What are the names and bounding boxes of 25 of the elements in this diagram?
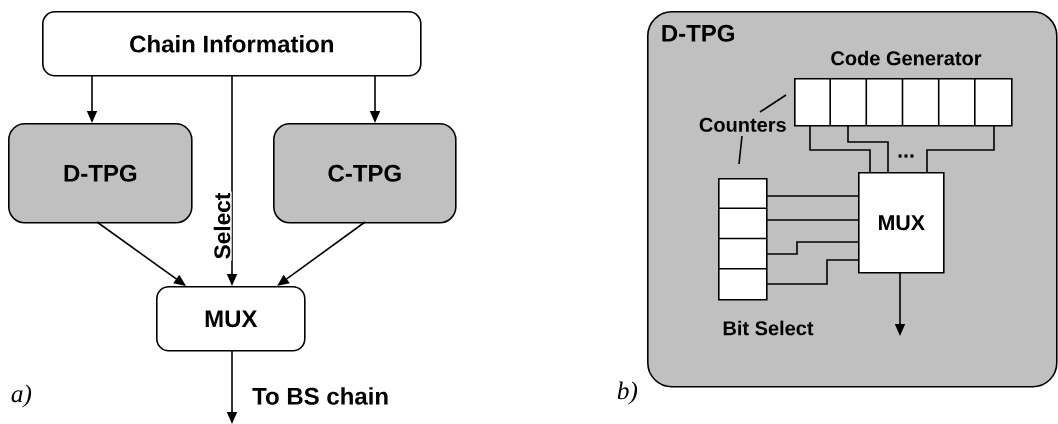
callout-label: Counters [699, 117, 786, 132]
wire [847, 124, 889, 173]
block-box: C-TPG [273, 123, 457, 224]
wire [765, 259, 859, 285]
mux-box: MUX [858, 172, 945, 274]
wire [809, 124, 871, 173]
leader-line [759, 94, 787, 113]
edge-label: Select [212, 191, 232, 261]
ellipsis: ... [898, 154, 914, 158]
wire [765, 219, 859, 221]
wire [765, 195, 859, 197]
process-box: Chain Information [42, 11, 422, 77]
heading-label: Bit Select [723, 320, 814, 336]
heading-label: D-TPG [662, 24, 734, 42]
panel-label: a) [11, 384, 32, 408]
wire [765, 241, 859, 255]
wire [926, 124, 995, 173]
arrow [277, 221, 366, 286]
leader-line [738, 135, 743, 165]
mux-box: MUX [156, 286, 306, 352]
arrow [96, 221, 186, 286]
heading-label: Code Generator [831, 50, 982, 66]
block-box: D-TPG [8, 123, 193, 224]
edge-label: To BS chain [250, 385, 391, 407]
panel-label: b) [617, 381, 638, 405]
